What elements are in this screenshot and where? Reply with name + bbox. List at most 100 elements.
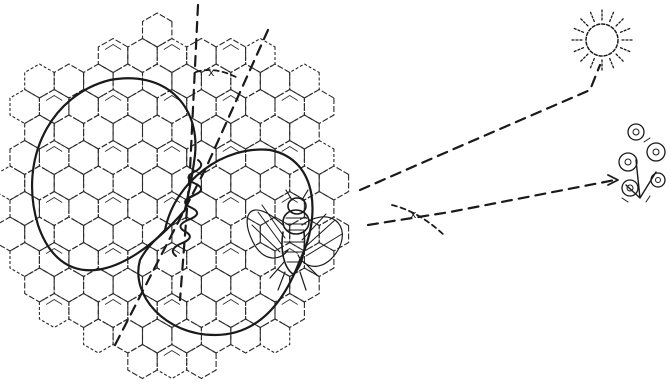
honeycomb-cell [172,64,202,98]
honeycomb-cell [201,166,230,200]
honeycomb-wall [223,147,239,152]
sun-ray [610,59,614,68]
honeycomb-cell [25,64,55,98]
sun-ray [616,54,623,61]
honeycomb-cell [290,115,320,149]
honeycomb-cell [128,192,157,226]
honeycomb-cell [260,319,289,353]
honeycomb-cell [260,64,289,98]
honeycomb-cell [143,319,172,353]
honeycomb-cell [113,115,142,149]
honeycomb-wall [223,45,239,50]
honeycomb-cell [25,166,55,200]
honeycomb-cell [157,345,187,379]
honeycomb-cell [98,39,128,73]
honeycomb-cell [143,115,172,149]
honeycomb-wall [282,147,298,152]
honeycomb-cell [231,115,260,149]
honeycomb-cell [157,294,187,328]
honeycomb-wall [282,300,298,305]
honeycomb-wall [164,45,180,50]
honeycomb-cell [216,294,246,328]
honeycomb-cell [216,243,246,277]
honeycomb-cell [98,90,128,124]
honeycomb-wall [223,198,239,203]
honeycomb-cell [25,268,55,302]
honeycomb-cell [304,141,334,175]
honeycomb-cell [98,192,128,226]
honeycomb-cell [187,294,216,328]
honeycomb-cell [84,319,114,353]
honeycomb-cell [39,243,69,277]
honeycomb-cell [84,217,114,251]
sun-icon [572,10,632,70]
honeycomb-cell [10,90,39,124]
honeycomb-cell [157,90,187,124]
honeycomb-cell [246,192,275,226]
honeycomb-cell [260,217,289,251]
honeycomb-wall [105,96,121,101]
honeycomb-cell [10,243,39,277]
honeycomb-wall [164,351,180,356]
sun-ray [574,48,583,52]
honeycomb-cell [275,90,304,124]
sun-ray [610,12,614,21]
honeycomb-cell [69,90,98,124]
honeycomb-cell [319,166,348,200]
sun-ray [574,29,583,33]
honeycomb-cell [187,345,216,379]
honeycomb-wall [105,198,121,203]
honeycomb-wall [46,300,62,305]
honeycomb-cell [246,90,275,124]
honeycomb-cell [69,243,98,277]
flower-direction-line [368,175,618,225]
honeycomb-wall [164,147,180,152]
honeycomb-cell [216,90,246,124]
waggle-dance-path [32,78,312,335]
honeycomb-cell [304,90,334,124]
sun-ray [581,54,588,61]
honeycomb-cell [172,115,202,149]
honeycomb-cell [319,217,348,251]
sun-direction-line [360,65,600,190]
honeycomb-cell [128,243,157,277]
honeycomb-wall [282,96,298,101]
sun-ray [581,19,588,26]
honeycomb-cell [54,268,83,302]
honeycomb-cell [84,166,114,200]
honeycomb-cell [201,217,230,251]
honeycomb-cell [98,243,128,277]
honeycomb-cell [143,166,172,200]
honeycomb-wall [223,249,239,254]
honeycomb-cell [157,39,187,73]
angle-mark-field: x [410,208,417,221]
honeycomb-cell [39,192,69,226]
honeycomb-cell [157,141,187,175]
angle-mark-comb: x [208,66,215,79]
sun-ray [616,19,623,26]
honeycomb-cell [128,345,157,379]
honeycomb-cell [25,217,55,251]
honeycomb-cell [172,319,202,353]
honeycomb-cell [260,166,289,200]
honeycomb-cell [54,115,83,149]
honeycomb-cell [113,166,142,200]
honeycomb-cell [128,90,157,124]
honeycomb-cell [216,192,246,226]
honeycomb-cell [201,64,230,98]
honeycomb-cell [84,268,114,302]
honeycomb-cell [0,166,25,200]
honeycomb-cell [54,166,83,200]
honeycomb-cell [0,217,25,251]
honeycomb-cell [54,217,83,251]
honeycomb-cell [201,268,230,302]
honeycomb-cell [143,13,172,47]
honeycomb-cell [128,141,157,175]
honeycomb-cell [290,64,320,98]
honeycomb-cell [260,115,289,149]
dance-direction-line [115,30,268,345]
honeycomb-cell [69,141,98,175]
honeycomb-wall [105,249,121,254]
honeycomb-wall [105,300,121,305]
